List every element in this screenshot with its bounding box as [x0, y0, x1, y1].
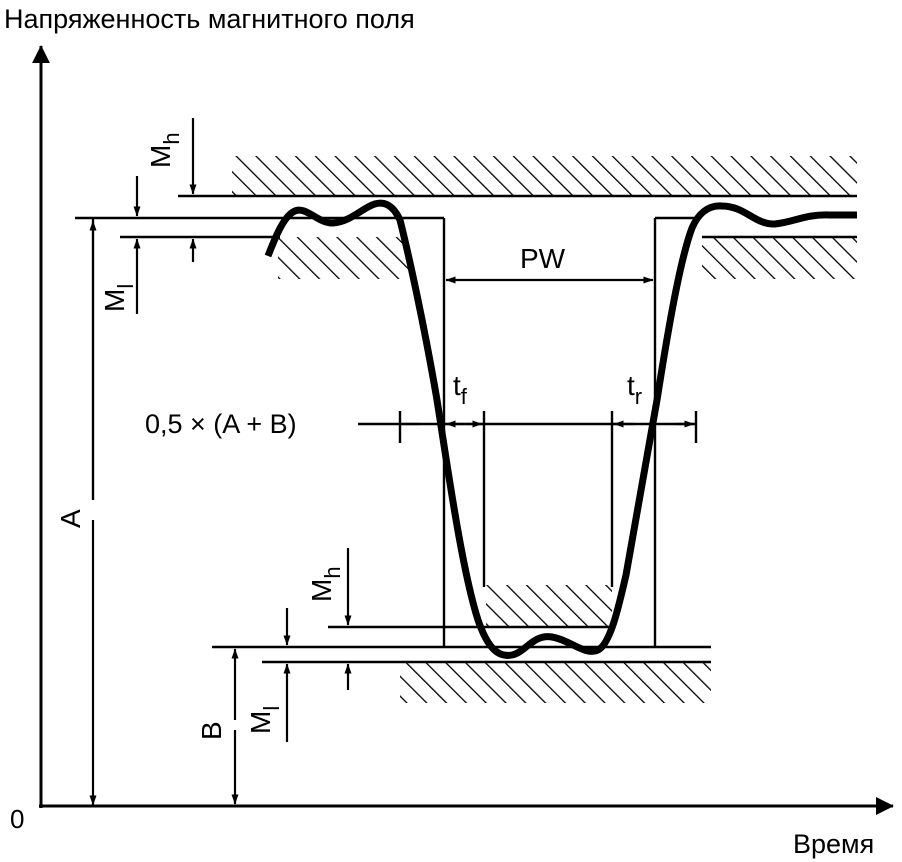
hatch-lower-top: [486, 585, 612, 627]
reference-lines: [75, 194, 857, 664]
rise-time-label: tr: [627, 370, 642, 409]
y-axis-title: Напряженность магнитного поля: [4, 4, 415, 34]
a-label: A: [55, 509, 86, 528]
lower-ml-label: Ml: [245, 706, 284, 734]
signal-waveform: [264, 199, 857, 659]
pw-label: PW: [520, 243, 566, 274]
hatch-upper-left-bottom: [278, 237, 410, 279]
lower-mh-label: Mh: [306, 566, 345, 602]
axes: [32, 45, 894, 815]
hatch-upper-right-bottom: [702, 237, 857, 279]
hatch-lower-bottom: [400, 662, 711, 703]
hatch-upper-left-top: [232, 156, 857, 196]
dimension-arrows: [89, 118, 695, 806]
labels: Напряженность магнитного поля Время 0 PW…: [4, 4, 874, 859]
b-label: B: [196, 721, 227, 740]
upper-mh-label: Mh: [145, 132, 184, 168]
upper-ml-label: Ml: [99, 284, 138, 312]
fall-time-label: tf: [453, 370, 468, 409]
threshold-label: 0,5 × (A + B): [145, 409, 297, 439]
x-axis-title: Время: [793, 829, 874, 859]
origin-label: 0: [10, 804, 24, 834]
